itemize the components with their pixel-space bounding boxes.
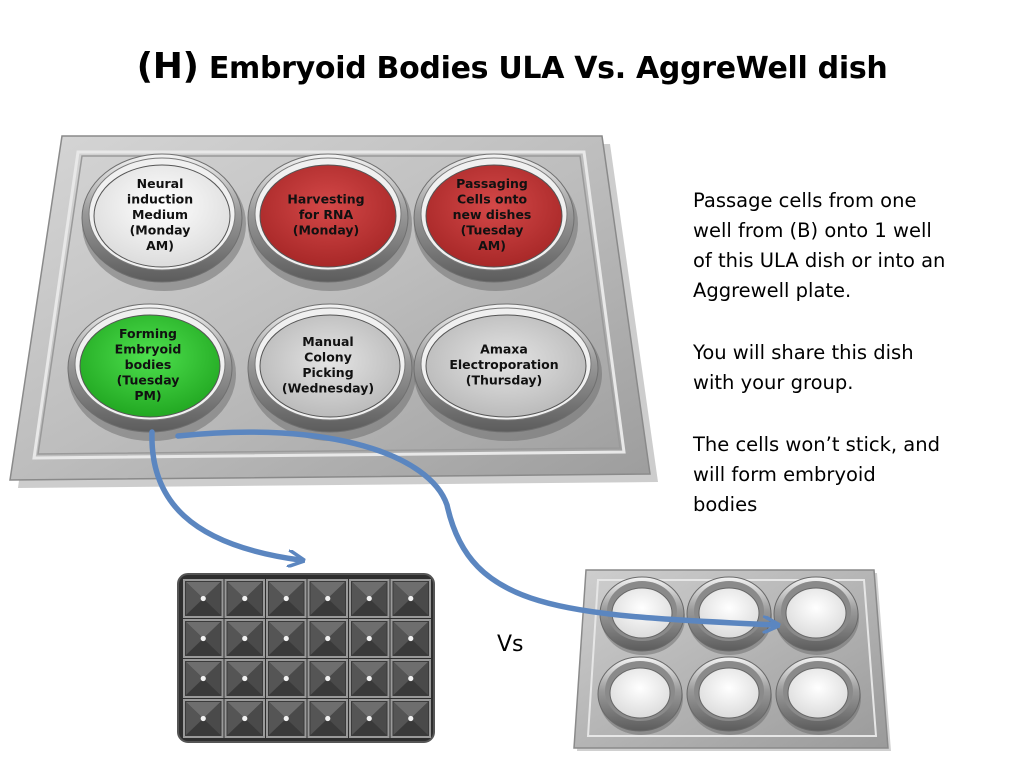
- well-3-label-line: Passaging: [456, 176, 528, 191]
- well-5-label-line: Manual: [302, 334, 353, 349]
- small-ula-wells: [597, 576, 861, 735]
- ula-wells: NeuralinductionMedium(MondayAM)Harvestin…: [67, 153, 602, 441]
- well-2-label-line: (Monday): [293, 223, 360, 238]
- small-well-2: [686, 576, 772, 655]
- microwell: [349, 659, 390, 698]
- slide-title: (H) Embryoid Bodies ULA Vs. AggreWell di…: [0, 46, 1024, 87]
- well-5-label-line: (Wednesday): [282, 380, 374, 395]
- side-note-2-line-2: with your group.: [693, 371, 854, 394]
- small-well-4: [597, 656, 683, 735]
- well-4-label-line: PM): [134, 388, 161, 403]
- aggrewell-plate: [177, 573, 435, 743]
- well-3-label-line: Cells onto: [457, 192, 527, 207]
- side-note-1: Passage cells from one well from (B) ont…: [693, 186, 993, 306]
- small-well-5: [686, 656, 772, 735]
- well-3-label-line: AM): [478, 238, 506, 253]
- well-1-label-line: (Monday: [130, 223, 191, 238]
- title-prefix: (H): [136, 46, 199, 87]
- microwell: [390, 699, 431, 738]
- microwell: [390, 619, 431, 658]
- microwell: [390, 659, 431, 698]
- well-4-label-line: Forming: [119, 326, 177, 341]
- microwell: [266, 619, 307, 658]
- side-note-3-line-3: bodies: [693, 493, 758, 516]
- microwell: [224, 619, 265, 658]
- well-1-label-line: Neural: [137, 176, 184, 191]
- side-note-2: You will share this dish with your group…: [693, 338, 993, 398]
- microwell: [183, 619, 224, 658]
- small-ula-plate: [573, 569, 891, 751]
- well-6-label-line: (Thursday): [466, 373, 543, 388]
- well-2-label-line: Harvesting: [287, 192, 364, 207]
- small-well-6: [775, 656, 861, 735]
- microwell: [349, 579, 390, 618]
- well-4-label-line: (Tuesday: [117, 373, 180, 388]
- well-5-label-line: Colony: [304, 349, 352, 364]
- arrow-to-aggrewell: [149, 429, 300, 560]
- well-2-label-line: for RNA: [299, 207, 354, 222]
- well-6-label-line: Amaxa: [480, 342, 528, 357]
- side-note-1-line-4: Aggrewell plate.: [693, 279, 852, 302]
- microwell: [266, 699, 307, 738]
- arrow-to-ula-dish: [175, 429, 775, 625]
- well-3-label-line: (Tuesday: [461, 223, 524, 238]
- microwell: [224, 659, 265, 698]
- side-note-3-line-1: The cells won’t stick, and: [693, 433, 940, 456]
- side-note-1-line-1: Passage cells from one: [693, 189, 917, 212]
- side-note-1-line-2: well from (B) onto 1 well: [693, 219, 932, 242]
- well-6-label-line: Electroporation: [449, 357, 558, 372]
- microwell: [390, 579, 431, 618]
- small-well-3: [773, 576, 859, 655]
- microwell: [307, 699, 348, 738]
- well-5-label-line: Picking: [302, 365, 353, 380]
- microwell: [307, 579, 348, 618]
- well-1-label-line: AM): [146, 238, 174, 253]
- well-1-label-line: Medium: [132, 207, 188, 222]
- side-note-3: The cells won’t stick, and will form emb…: [693, 430, 993, 520]
- microwell: [266, 659, 307, 698]
- microwell: [224, 699, 265, 738]
- title-main: Embryoid Bodies ULA Vs. AggreWell dish: [198, 51, 888, 86]
- microwell: [183, 659, 224, 698]
- microwell: [307, 619, 348, 658]
- side-note-3-line-2: will form embryoid: [693, 463, 876, 486]
- microwell: [224, 579, 265, 618]
- ula-plate: NeuralinductionMedium(MondayAM)Harvestin…: [9, 135, 658, 488]
- well-1-label-line: induction: [127, 192, 193, 207]
- well-4-label-line: Embryoid: [115, 342, 182, 357]
- microwell-grid: [183, 579, 431, 738]
- microwell: [349, 699, 390, 738]
- microwell: [307, 659, 348, 698]
- microwell: [183, 579, 224, 618]
- microwell: [183, 699, 224, 738]
- vs-label: Vs: [497, 632, 524, 657]
- microwell: [349, 619, 390, 658]
- well-4-label-line: bodies: [125, 357, 172, 372]
- side-note-1-line-3: of this ULA dish or into an: [693, 249, 946, 272]
- microwell: [266, 579, 307, 618]
- side-note-2-line-1: You will share this dish: [693, 341, 914, 364]
- well-3-label-line: new dishes: [453, 207, 532, 222]
